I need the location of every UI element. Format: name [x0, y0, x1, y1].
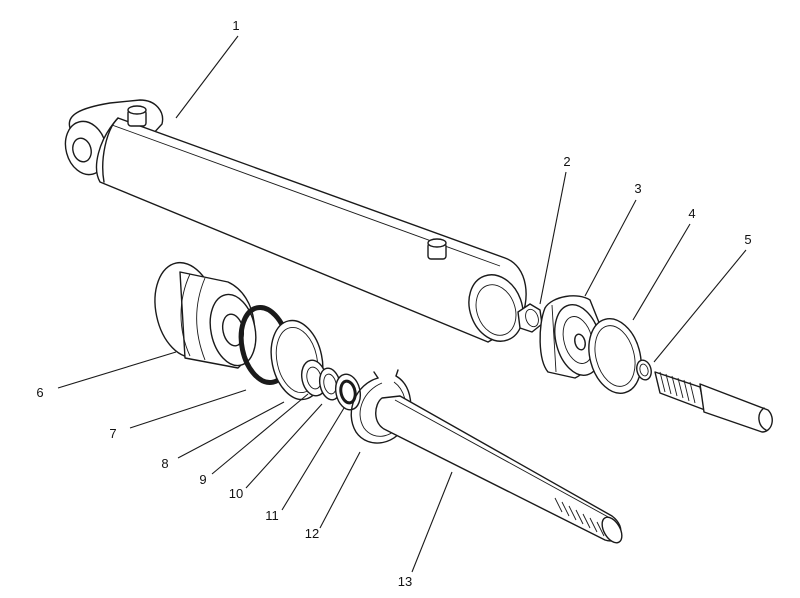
callout-label-5: 5 — [744, 232, 751, 247]
rod-threaded-end — [654, 371, 773, 433]
leader-1 — [175, 35, 239, 119]
leader-11 — [281, 407, 345, 511]
leader-5 — [653, 249, 747, 363]
leader-9 — [211, 393, 309, 475]
callout-labels: 1 2 3 4 5 6 7 8 9 10 11 12 13 — [36, 18, 751, 589]
leader-10 — [245, 403, 323, 489]
callout-label-9: 9 — [199, 472, 206, 487]
callout-leaders — [57, 35, 747, 573]
callout-label-2: 2 — [563, 154, 570, 169]
leader-2 — [539, 171, 567, 305]
piston-seal-ring — [588, 318, 642, 394]
cylinder-barrel — [64, 99, 527, 343]
leader-13 — [411, 471, 453, 573]
callout-label-1: 1 — [232, 18, 239, 33]
leader-3 — [584, 199, 637, 297]
callout-label-11: 11 — [265, 508, 279, 523]
callout-label-8: 8 — [161, 456, 168, 471]
leader-12 — [319, 451, 361, 529]
piston-rod — [375, 395, 623, 544]
callout-label-10: 10 — [229, 486, 243, 501]
callout-label-3: 3 — [634, 181, 641, 196]
o-ring-small — [636, 359, 652, 381]
leader-6 — [57, 351, 177, 389]
callout-label-4: 4 — [688, 206, 695, 221]
leader-4 — [632, 223, 691, 321]
callout-label-7: 7 — [109, 426, 116, 441]
callout-label-12: 12 — [305, 526, 319, 541]
leader-7 — [129, 389, 247, 429]
gland-head — [154, 261, 257, 369]
callout-label-13: 13 — [398, 574, 412, 589]
callout-label-6: 6 — [36, 385, 43, 400]
leader-8 — [177, 401, 285, 459]
